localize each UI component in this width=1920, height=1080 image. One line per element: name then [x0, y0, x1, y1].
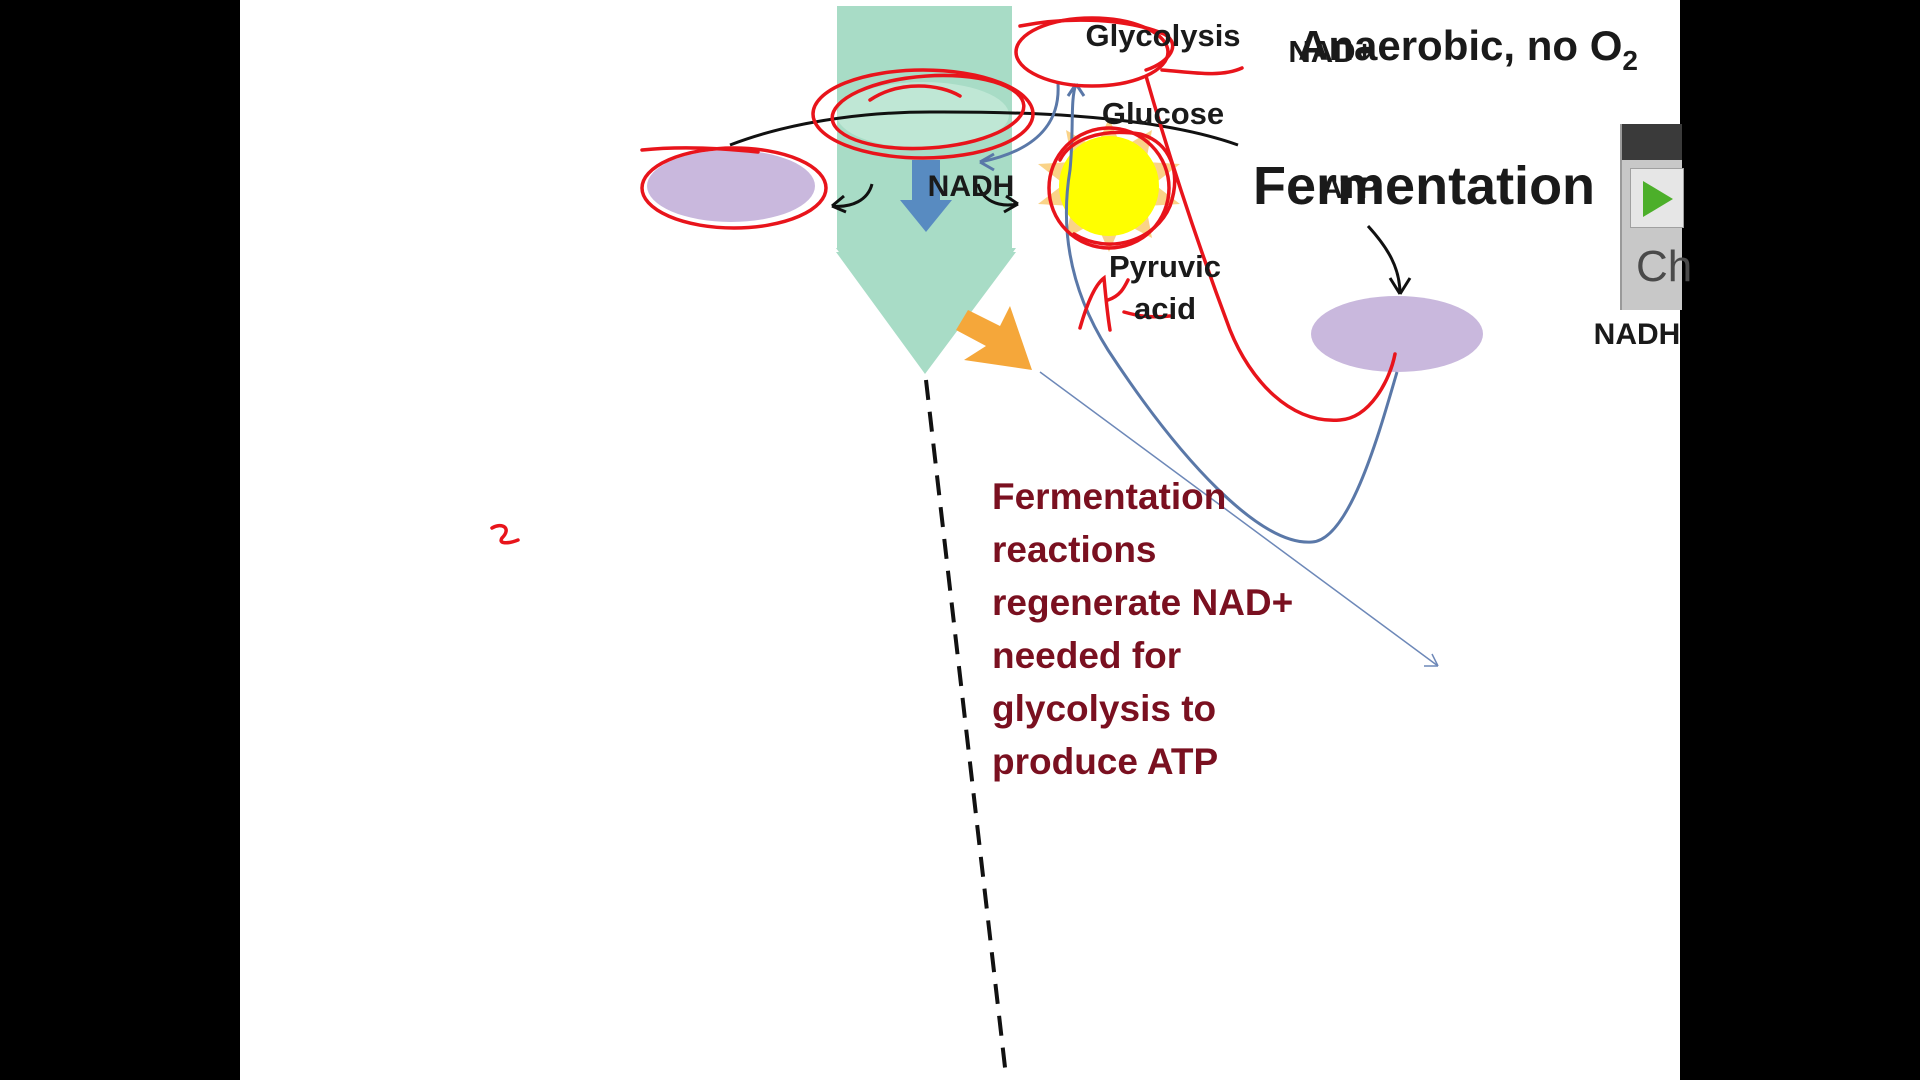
blue-ink-head2	[979, 152, 995, 172]
fermentation-note: Fermentation reactions regenerate NAD+ n…	[992, 470, 1332, 788]
pointer-arrowhead	[1424, 653, 1439, 667]
title-text: Anaerobic, no O	[1298, 22, 1623, 69]
red-ink-annotations	[490, 16, 1397, 545]
right-small-arrowhead	[1003, 194, 1019, 214]
glycolysis-curve	[729, 110, 1239, 147]
title-subscript: 2	[1622, 45, 1638, 76]
viewer-partial-label: Ch	[1636, 242, 1693, 291]
nadh-right-oval	[1311, 296, 1483, 372]
note-line: regenerate NAD+	[992, 582, 1294, 623]
viewer-titlebar	[1622, 124, 1682, 160]
left-small-arrow	[831, 183, 874, 208]
slide: Anaerobic, no O2 Fermentation Glycolysis…	[240, 0, 1680, 1080]
atp-label: ATP	[1321, 172, 1379, 205]
pyruvic-line2: acid	[1133, 291, 1197, 326]
fermentation-heading: Fermentation	[1253, 156, 1596, 216]
process-down-arrow	[900, 160, 952, 232]
right-small-arrow	[976, 183, 1019, 207]
fermentation-arrow	[1366, 224, 1402, 295]
atp-circle	[1059, 136, 1159, 236]
orange-arrow	[956, 306, 1032, 370]
nadh-left-oval	[647, 150, 815, 222]
play-icon	[1643, 181, 1673, 217]
note-line: reactions	[992, 529, 1157, 570]
glucose-oval	[837, 82, 1009, 148]
glucose-label: Glucose	[1101, 96, 1225, 131]
blue-ink-arrow2	[979, 83, 1060, 164]
note-line: needed for	[992, 635, 1182, 676]
nadh-right-label: NADH	[1593, 318, 1680, 351]
note-line: Fermentation	[992, 476, 1227, 517]
glycolysis-arrow-head	[836, 248, 1016, 372]
note-line: produce ATP	[992, 741, 1219, 782]
pointer-line	[1039, 371, 1439, 667]
fermentation-arrowhead	[1388, 277, 1412, 295]
left-small-arrowhead	[831, 194, 847, 214]
play-button[interactable]	[1630, 168, 1684, 228]
diagram-graphics	[490, 6, 1483, 1077]
slide-title: Anaerobic, no O2	[1298, 22, 1638, 77]
blue-ink-loop	[1064, 83, 1399, 544]
pyruvic-line1: Pyruvic	[1108, 249, 1221, 284]
viewer-panel-edge: Ch	[1620, 124, 1692, 310]
pyruvic-acid-label: Pyruvic acid	[1080, 246, 1250, 330]
note-line: glycolysis to	[992, 688, 1217, 729]
nadh-left-label: NADH	[927, 170, 1015, 203]
glycolysis-label: Glycolysis	[1085, 18, 1241, 53]
nad-plus-label: NAD+	[1288, 34, 1374, 69]
dashed-divider	[924, 379, 1008, 1077]
